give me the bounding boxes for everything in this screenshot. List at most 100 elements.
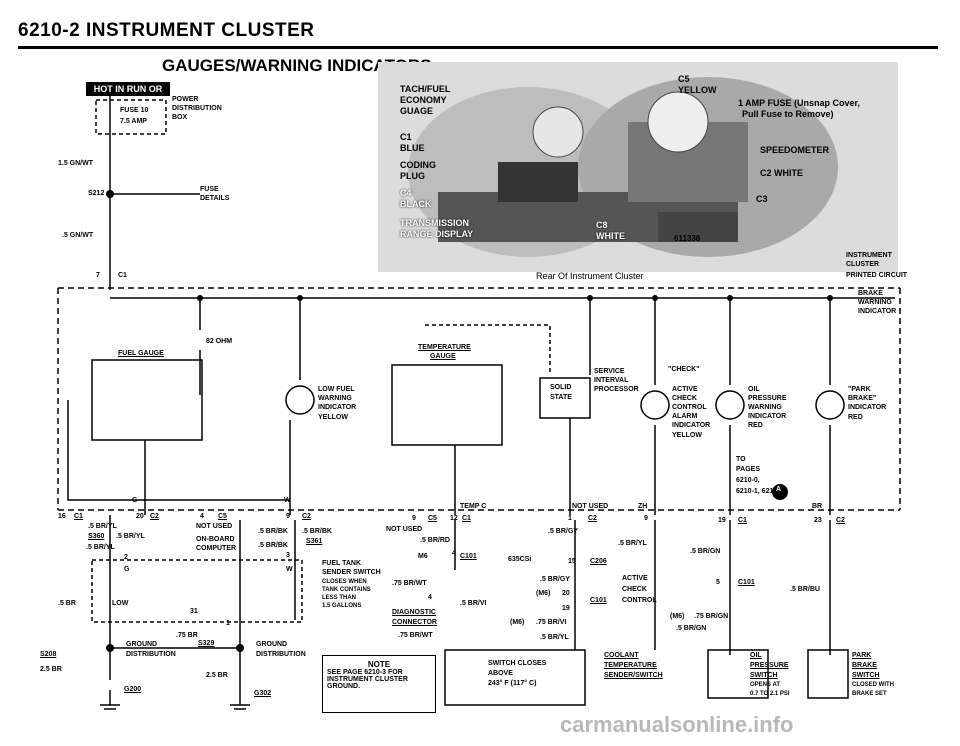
- photo-label-plug: PLUG: [400, 171, 426, 181]
- pin-2: 2: [124, 554, 128, 561]
- ground-dist-1: GROUND: [126, 641, 158, 648]
- photo-label-c4: C4: [400, 188, 412, 198]
- oil-switch-1: OIL: [750, 652, 762, 659]
- wire-bryl-1: .5 BR/YL: [88, 523, 117, 530]
- park-ind-1: "PARK: [848, 386, 871, 393]
- photo-label-tach: TACH/FUEL: [400, 84, 451, 94]
- cluster-label-3: PRINTED CIRCUIT: [846, 272, 908, 279]
- park-switch-1: PARK: [852, 652, 872, 659]
- wire-brbu: .5 BR/BU: [790, 586, 820, 593]
- note-line-2: INSTRUMENT CLUSTER: [327, 676, 408, 683]
- ground-dist-4: DISTRIBUTION: [256, 651, 306, 658]
- m6-label: M6: [418, 553, 428, 560]
- conn-c2c: C2: [588, 515, 597, 522]
- wire-brgy2: .5 BR/GY: [540, 576, 570, 583]
- low-fuel-3: INDICATOR: [318, 404, 357, 411]
- pin-5: 5: [716, 579, 720, 586]
- conn-c206: C206: [590, 558, 607, 565]
- pin-31: 31: [190, 608, 198, 615]
- photo-label-c1: C1: [400, 132, 412, 142]
- conn-c1: C1: [74, 513, 83, 520]
- pin-1b: 1: [226, 620, 230, 627]
- wire-brgy: .5 BR/GY: [548, 528, 578, 535]
- wire-bryl-3: .5 BR/YL: [86, 544, 115, 551]
- note-line-1: SEE PAGE 6210-3 FOR: [327, 669, 403, 676]
- conn-c101c: C101: [738, 579, 755, 586]
- conn-c5b: C5: [428, 515, 437, 522]
- fuse-details-2: DETAILS: [200, 195, 230, 202]
- conn-23: 23: [814, 517, 822, 524]
- fuel-sender-1: FUEL TANK: [322, 560, 362, 567]
- watermark: carmanualsonline.info: [560, 712, 794, 737]
- solid-state-1: SOLID: [550, 384, 572, 391]
- ground-g302: G302: [254, 690, 272, 697]
- coolant-3: SENDER/SWITCH: [604, 672, 663, 679]
- wire-bryl-2: .5 BR/YL: [116, 533, 145, 540]
- to-pages-1: TO: [736, 456, 746, 463]
- wire-brwt2: .75 BR/WT: [398, 632, 433, 639]
- photo-label-yellow: YELLOW: [678, 85, 717, 95]
- pin-w2: W: [286, 566, 293, 573]
- photo-label-c3: C3: [756, 194, 768, 204]
- pin-19b: 19: [562, 605, 570, 612]
- wire-br25b: 2.5 BR: [206, 672, 228, 679]
- conn-20: 20: [136, 513, 144, 520]
- ground-dist-3: GROUND: [256, 641, 288, 648]
- pin-20b: 20: [562, 590, 570, 597]
- photo-label-guage: GUAGE: [400, 106, 434, 116]
- photo-label-trans1: TRANSMISSION: [400, 218, 470, 228]
- conn-zh: ZH: [638, 503, 648, 510]
- photo-label-c5: C5: [678, 74, 690, 84]
- splice-s361: S361: [306, 538, 323, 545]
- wire-br25: 2.5 BR: [40, 666, 62, 673]
- check-1: ACTIVE: [672, 386, 698, 393]
- wire-brbk-1: .5 BR/BK: [258, 528, 288, 535]
- park-switch-5: BRAKE SET: [852, 691, 887, 697]
- wire-brrd: .5 BR/RD: [420, 537, 450, 544]
- wire-br75: .75 BR: [176, 632, 198, 639]
- m6-b: (M6): [536, 590, 551, 597]
- conn-c1c: C1: [738, 517, 747, 524]
- section-title: GAUGES/WARNING INDICATORS: [162, 56, 432, 75]
- wire-brbk-3: .5 BR/BK: [258, 542, 288, 549]
- pdb-label-2: DISTRIBUTION: [172, 105, 222, 112]
- csi-label: 635CSi: [508, 556, 532, 563]
- low-fuel-2: WARNING: [318, 395, 352, 402]
- onboard-2: COMPUTER: [196, 545, 237, 552]
- wire-bryl3: .5 BR/YL: [540, 634, 569, 641]
- temp-gauge-label-1: TEMPERATURE: [418, 344, 471, 351]
- check-4: ALARM: [672, 413, 698, 420]
- splice-s208: S208: [40, 651, 57, 658]
- photo-label-blue: BLUE: [400, 143, 425, 153]
- check-5: INDICATOR: [672, 422, 711, 429]
- service-3: PROCESSOR: [594, 386, 639, 393]
- coolant-1: COOLANT: [604, 652, 639, 659]
- oil-3: WARNING: [748, 404, 782, 411]
- photo-label-black: BLACK: [400, 199, 432, 209]
- coolant-2: TEMPERATURE: [604, 662, 657, 669]
- park-ind-2: BRAKE": [848, 395, 877, 402]
- conn-1: 1: [568, 515, 572, 522]
- to-pages-3: 6210-0,: [736, 477, 760, 484]
- wire-brgn3: .5 BR/GN: [676, 625, 707, 632]
- photo-label-economy: ECONOMY: [400, 95, 447, 105]
- pdb-label-3: BOX: [172, 114, 188, 121]
- splice-s360: S360: [88, 533, 105, 540]
- wire-bryl4: .5 BR/YL: [618, 540, 647, 547]
- conn-9c: 9: [644, 515, 648, 522]
- c1-pin: 7: [96, 272, 100, 279]
- c1-connector: C1: [118, 272, 127, 279]
- photo-caption: Rear Of Instrument Cluster: [536, 271, 644, 281]
- conn-c2: C2: [150, 513, 159, 520]
- to-pages-2: PAGES: [736, 466, 760, 473]
- wire-label-1: 1.5 GN/WT: [58, 160, 94, 167]
- conn-notused: NOT USED: [572, 503, 609, 510]
- photo-label-white8: WHITE: [596, 231, 625, 241]
- switch-closes-1: SWITCH CLOSES: [488, 660, 547, 667]
- cluster-photo-illustration: [378, 62, 898, 272]
- brake-warning-2: WARNING: [858, 299, 892, 306]
- fuel-sender-3: CLOSES WHEN: [322, 579, 367, 585]
- photo-label-speedo: SPEEDOMETER: [760, 145, 830, 155]
- active-2: CHECK: [622, 586, 647, 593]
